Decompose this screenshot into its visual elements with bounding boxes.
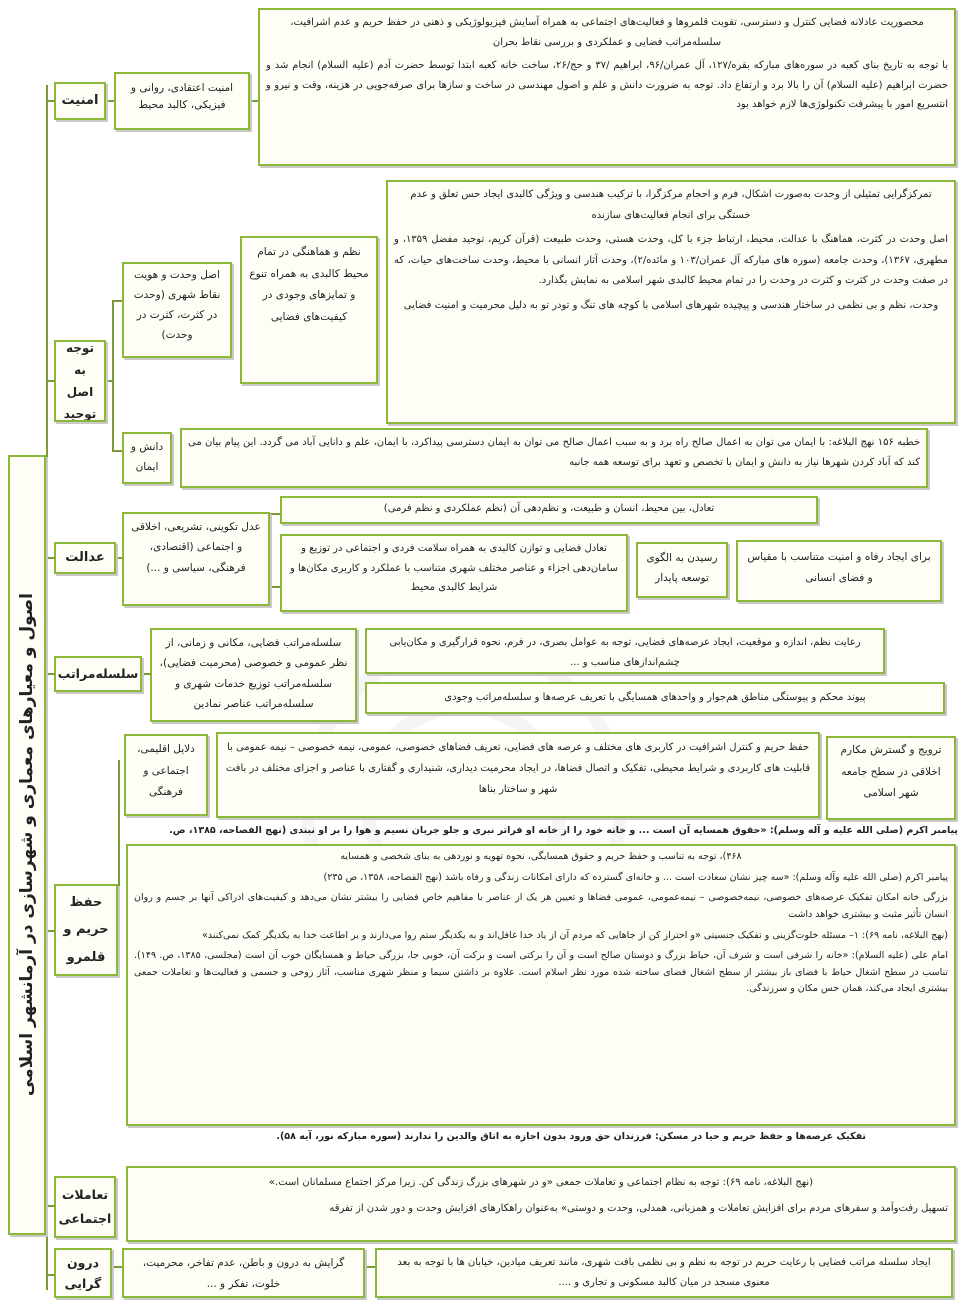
connector xyxy=(112,450,122,452)
main-spine xyxy=(46,85,48,1290)
category-label: درون گرایی xyxy=(64,1254,102,1291)
category-inward: درون گرایی xyxy=(54,1248,112,1298)
justice-detail-1: تعادل، بین محیط، انسان و طبیعت، و نظم‌ده… xyxy=(280,496,818,524)
tawhid-knowledge-detail: خطبه ۱۵۶ نهج البلاغه: با ایمان می توان ب… xyxy=(180,428,928,488)
connector xyxy=(46,100,54,102)
category-label: عدالت xyxy=(65,549,105,565)
privacy-detail: حفظ حریم و کنترل اشرافیت در کاربری های م… xyxy=(216,732,820,818)
privacy-footer: تفکیک عرصه‌ها و حفظ حریم و حیا در مسکن: … xyxy=(276,1131,866,1142)
inward-sub: گرایش به درون و باطن، عدم تفاخر، محرمیت،… xyxy=(122,1248,365,1298)
hierarchy-sub: سلسله‌مراتب فضایی، مکانی و زمانی، از نظر… xyxy=(150,628,357,722)
tawhid-detail-2: اصل وحدت در کثرت، هماهنگ با عدالت، محیط،… xyxy=(394,234,948,286)
connector xyxy=(46,673,54,675)
privacy-quotes: ۴۶۸)، توجه به تناسب و حفظ حریم و حقوق هم… xyxy=(126,844,956,1126)
category-label: سلسله‌مراتب xyxy=(57,666,139,682)
connector xyxy=(46,930,54,932)
connector xyxy=(270,513,280,515)
connector xyxy=(46,557,54,559)
privacy-quote-1: ۴۶۸)، توجه به تناسب و حفظ حریم و حقوق هم… xyxy=(340,851,742,862)
connector xyxy=(112,300,114,450)
category-label: حفظ حریم و قلمرو xyxy=(63,895,109,965)
tawhid-detail: تمرکزگرایی تمثیلی از وحدت به‌صورت اشکال،… xyxy=(386,180,956,424)
inward-detail: ایجاد سلسله مراتب فضایی با رعایت حریم در… xyxy=(375,1248,953,1298)
connector xyxy=(46,380,54,382)
connector xyxy=(46,1274,54,1276)
connector xyxy=(106,380,114,382)
connector xyxy=(118,760,120,930)
connector xyxy=(115,557,123,559)
security-detail-1: محصوریت عادلانه فضایی کنترل و دسترسی، تق… xyxy=(290,17,924,48)
justice-detail-2: تعادل فضایی و توازن کالبدی به همراه سلام… xyxy=(280,534,628,612)
privacy-quote-3: بزرگی خانه امکان تفکیک عرصه‌های خصوصی، ن… xyxy=(134,892,948,920)
privacy-quote-4: (نهج البلاغه، نامه ۶۹): ۱– مسئله خلوت‌گز… xyxy=(201,929,948,941)
privacy-reasons: دلایل اقلیمی، اجتماعی و فرهنگی xyxy=(124,734,208,816)
category-security: امنیت xyxy=(54,82,106,120)
category-tawhid: توجه به اصل توحید xyxy=(54,340,106,422)
tawhid-order: نظم و هماهنگی در تمام محیط کالبدی به همر… xyxy=(240,236,378,384)
connector xyxy=(357,650,359,700)
category-hierarchy: سلسله‌مراتب xyxy=(54,656,142,692)
category-label: امنیت xyxy=(61,92,99,108)
security-sub: امنیت اعتقادی، روانی و فیزیکی، کالبد محی… xyxy=(114,72,250,130)
privacy-quote-2: پیامبر اکرم (صلی الله علیه وآله وسلم): «… xyxy=(323,871,948,883)
category-privacy: حفظ حریم و قلمرو xyxy=(54,884,118,976)
justice-goal: رسیدن به الگوی توسعه پایدار xyxy=(636,542,728,598)
privacy-goal: ترویج و گسترش مکارم اخلاقی در سطح جامعه … xyxy=(826,736,956,820)
category-social: تعاملات اجتماعی xyxy=(54,1176,116,1238)
connector xyxy=(250,100,258,102)
security-detail-2: با توجه به تاریخ بنای کعبه در سوره‌های م… xyxy=(266,60,948,110)
connector xyxy=(365,1266,375,1268)
diagram-title-box: اصول و معیارهای معماری و شهرسازی در آرما… xyxy=(8,455,46,1235)
justice-sub: عدل تکوینی، تشریعی، اخلاقی و اجتماعی (اق… xyxy=(122,512,270,606)
category-justice: عدالت xyxy=(54,542,116,574)
category-label: تعاملات اجتماعی xyxy=(58,1187,112,1226)
diagram-title: اصول و معیارهای معماری و شهرسازی در آرما… xyxy=(17,593,37,1097)
tawhid-detail-3: وحدت، نظم و بی نظمی در ساختار هندسی و پی… xyxy=(403,299,939,311)
tawhid-detail-1: تمرکزگرایی تمثیلی از وحدت به‌صورت اشکال،… xyxy=(410,189,932,221)
social-detail: (نهج البلاغه، نامه ۶۹): توجه به نظام اجت… xyxy=(126,1166,956,1242)
connector xyxy=(112,300,122,302)
category-label: توجه به اصل توحید xyxy=(63,340,97,422)
tawhid-knowledge: دانش و ایمان xyxy=(122,432,172,484)
connector xyxy=(270,513,272,588)
privacy-quote-5: امام علی (علیه السلام): «خانه را شرفی اس… xyxy=(134,950,948,995)
social-line-2: تسهیل رفت‌وآمد و سفرهای مردم برای افزایش… xyxy=(329,1203,948,1214)
tawhid-unity: اصل وحدت و هویت نقاط شهری (وحدت در کثرت،… xyxy=(122,262,232,358)
security-detail: محصوریت عادلانه فضایی کنترل و دسترسی، تق… xyxy=(258,8,956,166)
hierarchy-detail-2: پیوند محکم و پیوستگی مناطق هم‌جوار و واح… xyxy=(365,682,945,714)
connector xyxy=(270,586,280,588)
social-line-1: (نهج البلاغه، نامه ۶۹): توجه به نظام اجت… xyxy=(268,1177,814,1188)
connector xyxy=(112,1266,122,1268)
justice-goal-detail: برای ایجاد رفاه و امنیت متناسب با مقیاس … xyxy=(736,540,942,602)
connector xyxy=(106,100,114,102)
privacy-hadith-intro: پیامبر اکرم (صلی الله علیه و آله وسلم): … xyxy=(169,825,958,836)
connector xyxy=(46,1205,54,1207)
hierarchy-detail-1: رعایت نظم، اندازه و موقعیت، ایجاد عرصه‌ه… xyxy=(365,628,885,674)
